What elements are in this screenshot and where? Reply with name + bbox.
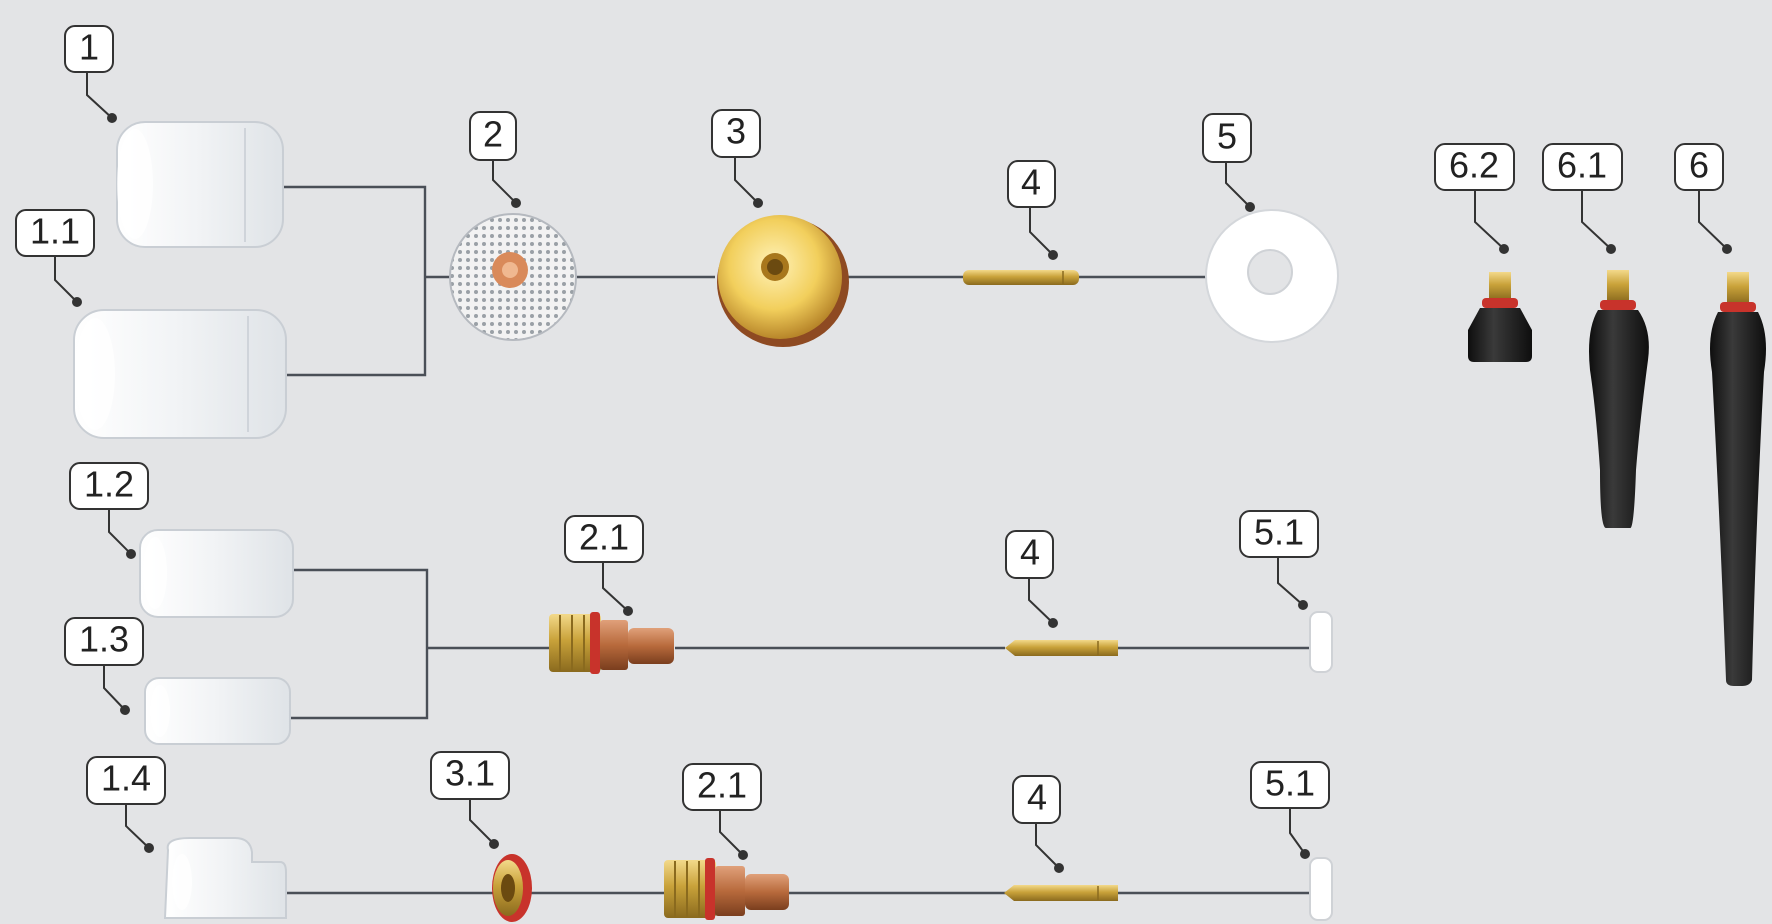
bracket-row1 bbox=[250, 185, 450, 377]
callout-4-row2: 4 bbox=[1005, 530, 1058, 628]
parts bbox=[73, 121, 1766, 922]
label-2.1-row3: 2.1 bbox=[697, 765, 747, 806]
callout-6.1: 6.1 bbox=[1542, 143, 1623, 254]
callout-2: 2 bbox=[469, 111, 521, 208]
label-3: 3 bbox=[726, 111, 746, 152]
label-5.1-row3: 5.1 bbox=[1265, 763, 1315, 804]
label-1.2: 1.2 bbox=[84, 464, 134, 505]
label-3.1: 3.1 bbox=[445, 753, 495, 794]
part-4-collet-row3 bbox=[1004, 885, 1118, 901]
part-5.1-insulator-row2 bbox=[1309, 611, 1333, 673]
label-1: 1 bbox=[79, 27, 99, 68]
bracket-row2 bbox=[290, 568, 550, 720]
callout-6.2: 6.2 bbox=[1434, 143, 1515, 254]
callout-5.1-row2: 5.1 bbox=[1239, 510, 1319, 610]
label-1.1: 1.1 bbox=[30, 211, 80, 252]
label-6: 6 bbox=[1689, 145, 1709, 186]
part-4-collet-row2 bbox=[1005, 640, 1118, 656]
label-1.3: 1.3 bbox=[79, 619, 129, 660]
callout-1.1: 1.1 bbox=[15, 209, 95, 307]
callout-5: 5 bbox=[1202, 113, 1255, 212]
callout-2.1-row3: 2.1 bbox=[682, 763, 762, 860]
part-2.1-collet-body bbox=[549, 612, 674, 674]
callout-3.1: 3.1 bbox=[430, 751, 510, 849]
label-2: 2 bbox=[483, 114, 503, 155]
callout-1.2: 1.2 bbox=[69, 462, 149, 559]
part-5.1-insulator-row3 bbox=[1309, 857, 1333, 921]
part-6-long-back-cap bbox=[1710, 272, 1766, 686]
part-3.1-small-diffuser bbox=[492, 854, 532, 922]
label-4-row1: 4 bbox=[1021, 162, 1041, 203]
part-3-brass-diffuser bbox=[717, 215, 849, 347]
callout-3: 3 bbox=[711, 109, 763, 208]
part-2.1-collet-body-row3 bbox=[664, 858, 789, 920]
part-5-ceramic-ring bbox=[1205, 209, 1339, 343]
label-6.2: 6.2 bbox=[1449, 145, 1499, 186]
part-1.2-glass-cup bbox=[139, 529, 294, 618]
part-4-collet bbox=[963, 270, 1079, 285]
connectors bbox=[250, 185, 1315, 895]
part-6.2-short-back-cap bbox=[1468, 272, 1532, 362]
part-1.3-glass-cup bbox=[144, 677, 291, 745]
callout-1.3: 1.3 bbox=[64, 617, 144, 715]
label-2.1-row2: 2.1 bbox=[579, 517, 629, 558]
callout-4-row1: 4 bbox=[1007, 160, 1058, 260]
callout-1.4: 1.4 bbox=[86, 756, 166, 853]
part-2-gas-lens-mesh bbox=[449, 213, 577, 341]
callouts: 1 1.1 2 3 4 bbox=[15, 25, 1732, 873]
label-5.1-row2: 5.1 bbox=[1254, 512, 1304, 553]
part-1-glass-cup bbox=[116, 121, 284, 248]
callout-1: 1 bbox=[64, 25, 117, 123]
label-6.1: 6.1 bbox=[1557, 145, 1607, 186]
callout-4-row3: 4 bbox=[1012, 775, 1064, 873]
label-4-row2: 4 bbox=[1020, 532, 1040, 573]
part-1.4-glass-cup bbox=[163, 837, 287, 919]
label-4-row3: 4 bbox=[1027, 777, 1047, 818]
callout-2.1-row2: 2.1 bbox=[564, 515, 644, 616]
label-5: 5 bbox=[1217, 116, 1237, 157]
part-6.1-medium-back-cap bbox=[1589, 270, 1649, 529]
part-1.1-glass-cup bbox=[73, 309, 287, 439]
callout-5.1-row3: 5.1 bbox=[1250, 761, 1330, 859]
label-1.4: 1.4 bbox=[101, 758, 151, 799]
callout-6: 6 bbox=[1674, 143, 1732, 254]
